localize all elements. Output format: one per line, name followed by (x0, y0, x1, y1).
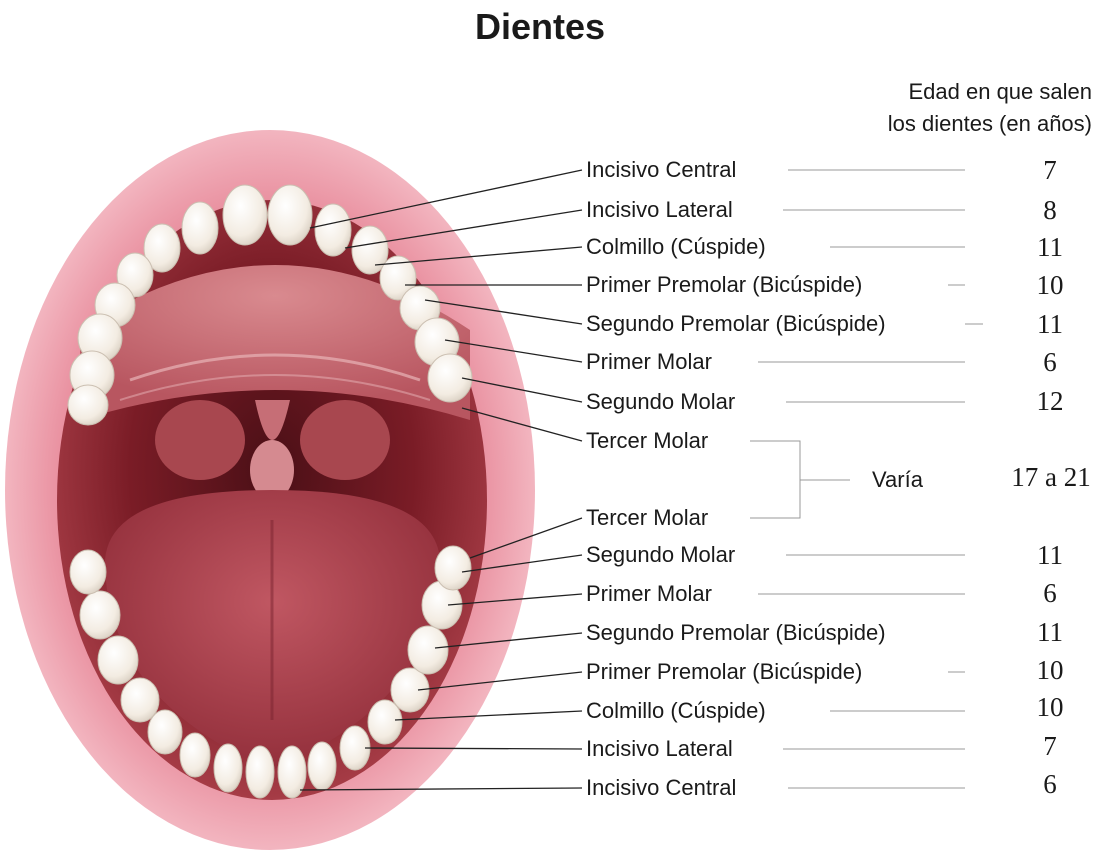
third-molar-age: 17 a 21 (996, 462, 1106, 492)
lower-tooth-age: 10 (1005, 692, 1095, 722)
lower-tooth-age: 11 (1005, 540, 1095, 570)
lower-tooth-label: Segundo Molar (586, 542, 735, 568)
lower-third-molar-label: Tercer Molar (586, 505, 708, 531)
upper-tooth (268, 185, 312, 245)
lower-tooth (98, 636, 138, 684)
lower-tooth-label: Primer Premolar (Bicúspide) (586, 659, 862, 685)
upper-third-molar-label: Tercer Molar (586, 428, 708, 454)
lower-tooth-age: 6 (1005, 578, 1095, 608)
lower-tooth-label: Colmillo (Cúspide) (586, 698, 766, 724)
upper-tooth-label: Colmillo (Cúspide) (586, 234, 766, 260)
lower-tooth (246, 746, 274, 798)
upper-tooth-age: 6 (1005, 347, 1095, 377)
upper-tooth-age: 7 (1005, 155, 1095, 185)
lower-tooth-label: Primer Molar (586, 581, 712, 607)
age-header-line-1: Edad en que salen (888, 76, 1092, 108)
lower-tooth (308, 742, 336, 790)
upper-tooth-label: Incisivo Central (586, 157, 736, 183)
lower-tooth (408, 626, 448, 674)
upper-tooth (182, 202, 218, 254)
upper-tooth (428, 354, 472, 402)
lower-tooth (214, 744, 242, 792)
age-column-header: Edad en que salen los dientes (en años) (888, 76, 1092, 140)
lower-tooth-age: 6 (1005, 769, 1095, 799)
lower-tooth (70, 550, 106, 594)
upper-tooth-label: Segundo Molar (586, 389, 735, 415)
lower-tooth (121, 678, 159, 722)
lower-tooth-label: Incisivo Lateral (586, 736, 733, 762)
upper-tooth-label: Segundo Premolar (Bicúspide) (586, 311, 886, 337)
upper-tooth (68, 385, 108, 425)
upper-tooth-label: Primer Molar (586, 349, 712, 375)
diagram-title: Dientes (0, 6, 1080, 48)
upper-tooth (223, 185, 267, 245)
lower-tooth-label: Incisivo Central (586, 775, 736, 801)
lower-tooth (435, 546, 471, 590)
lower-tooth (180, 733, 210, 777)
upper-tooth-age: 11 (1005, 309, 1095, 339)
upper-tooth-label: Primer Premolar (Bicúspide) (586, 272, 862, 298)
upper-tooth-age: 11 (1005, 232, 1095, 262)
lower-tooth-age: 10 (1005, 655, 1095, 685)
lower-tooth-label: Segundo Premolar (Bicúspide) (586, 620, 886, 646)
upper-tooth-label: Incisivo Lateral (586, 197, 733, 223)
third-molar-bracket (750, 441, 800, 518)
upper-tooth-age: 12 (1005, 386, 1095, 416)
upper-tooth-age: 8 (1005, 195, 1095, 225)
lower-tooth (80, 591, 120, 639)
age-header-line-2: los dientes (en años) (888, 108, 1092, 140)
lower-tooth-age: 11 (1005, 617, 1095, 647)
upper-tooth-age: 10 (1005, 270, 1095, 300)
varies-label: Varía (872, 467, 923, 493)
lower-tooth-age: 7 (1005, 731, 1095, 761)
